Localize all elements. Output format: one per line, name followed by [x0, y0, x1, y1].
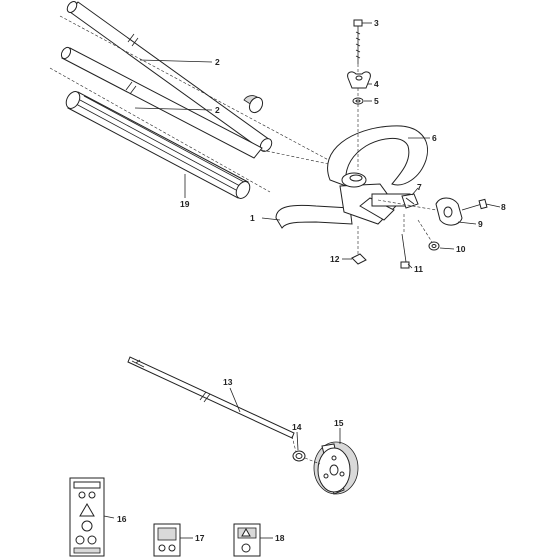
callout-7: 7	[417, 182, 422, 192]
callout-6: 6	[432, 133, 437, 143]
callout-16: 16	[117, 514, 127, 524]
callout-1: 1	[250, 213, 255, 223]
nut-12	[351, 253, 367, 265]
callout-2-upper: 2	[215, 57, 220, 67]
callout-14: 14	[292, 422, 302, 432]
callout-8: 8	[501, 202, 506, 212]
loop-handle	[275, 125, 428, 229]
decal-17	[153, 523, 181, 557]
decal-18	[233, 523, 261, 557]
washer-5	[352, 97, 364, 105]
washer-10	[428, 241, 440, 251]
callout-11: 11	[414, 264, 423, 274]
shaft-tube-lower	[60, 46, 264, 159]
callout-17: 17	[195, 533, 205, 543]
leader-lines	[103, 22, 501, 539]
callout-4: 4	[374, 79, 379, 89]
callout-10: 10	[456, 244, 466, 254]
callout-labels: 1 2 2 3 4 5 6 7 8 9 10 11 12 13 14 15 16…	[117, 18, 506, 543]
callout-9: 9	[478, 219, 483, 229]
bracket-9	[435, 197, 463, 226]
callout-12: 12	[330, 254, 340, 264]
screw-8	[461, 198, 488, 211]
callout-18: 18	[275, 533, 285, 543]
callout-19: 19	[180, 199, 190, 209]
grip-tube	[65, 91, 251, 199]
nut-7	[401, 193, 419, 209]
callout-2-lower: 2	[215, 105, 220, 115]
drive-shaft	[127, 356, 295, 439]
callout-15: 15	[334, 418, 344, 428]
clutch-drum-15	[313, 441, 359, 495]
shaft-tube-upper	[66, 1, 273, 152]
callout-13: 13	[223, 377, 233, 387]
knob-4	[347, 71, 371, 89]
callout-5: 5	[374, 96, 379, 106]
screw-11	[400, 233, 410, 269]
decal-16	[69, 477, 105, 557]
screw-3	[353, 19, 363, 64]
oring-14	[292, 450, 306, 462]
callout-3: 3	[374, 18, 379, 28]
